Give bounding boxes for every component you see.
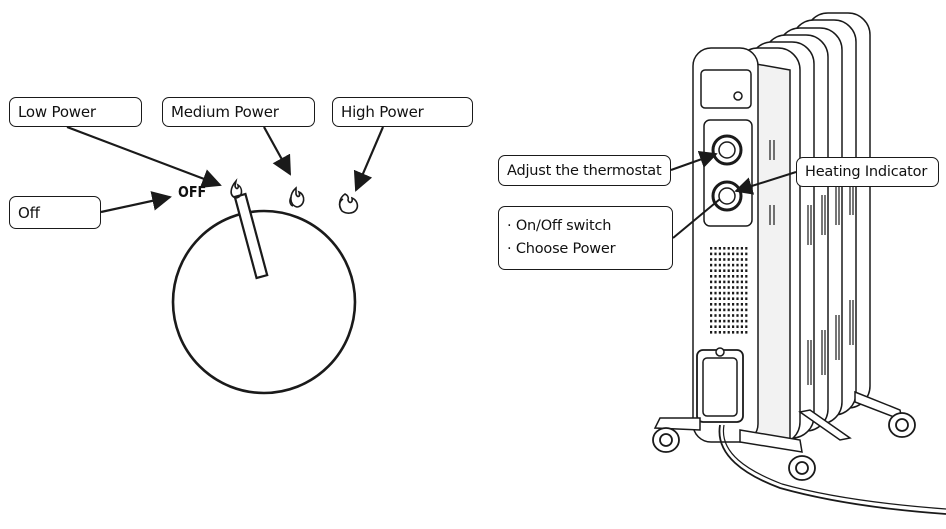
oil-heater-illustration: [652, 12, 946, 515]
label-switch-line-1: · On/Off switch: [507, 218, 612, 234]
caster-wheels: [652, 412, 916, 481]
dial-arrows: [66, 125, 385, 214]
flame-large-icon: [338, 193, 359, 214]
label-adjust-thermostat: Adjust the thermostat: [498, 155, 671, 186]
flame-small-icon: [230, 178, 243, 199]
label-switch-power: · On/Off switch · Choose Power: [498, 206, 673, 270]
flame-medium-icon: [289, 186, 305, 208]
label-medium-power: Medium Power: [162, 97, 315, 127]
power-dial: [171, 192, 357, 395]
label-low-power: Low Power: [9, 97, 142, 127]
dial-off-mark: OFF: [178, 183, 207, 201]
vent-grid: [710, 247, 748, 334]
label-switch-line-2: · Choose Power: [507, 241, 616, 257]
heater-arrows: [670, 150, 797, 239]
label-heating-indicator: Heating Indicator: [796, 157, 939, 187]
label-high-power: High Power: [332, 97, 473, 127]
label-off: Off: [9, 196, 101, 229]
